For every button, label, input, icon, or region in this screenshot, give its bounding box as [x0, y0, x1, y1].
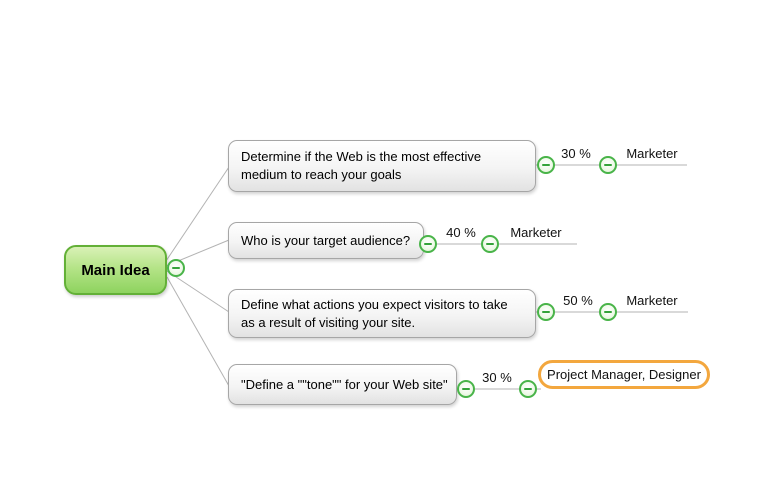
assignee-label: Project Manager, Designer	[547, 367, 701, 382]
percent-node-3[interactable]: 50 %	[563, 293, 593, 308]
collapse-button-percent-3[interactable]	[599, 303, 617, 321]
assignee-node-3[interactable]: Marketer	[626, 293, 678, 308]
topic-node-4[interactable]: "Define a ""tone"" for your Web site"	[228, 364, 457, 405]
collapse-button-topic-3[interactable]	[537, 303, 555, 321]
topic-label: Define what actions you expect visitors …	[241, 296, 508, 330]
percent-node-4[interactable]: 30 %	[482, 370, 512, 385]
assignee-node-1[interactable]: Marketer	[626, 146, 678, 161]
topic-node-2[interactable]: Who is your target audience?	[228, 222, 424, 259]
minus-icon	[604, 164, 612, 166]
assignee-node-2[interactable]: Marketer	[510, 225, 562, 240]
minus-icon	[604, 311, 612, 313]
minus-icon	[542, 164, 550, 166]
minus-icon	[172, 267, 180, 269]
root-topic-label: Main Idea	[81, 261, 150, 279]
minus-icon	[424, 243, 432, 245]
collapse-button-percent-2[interactable]	[481, 235, 499, 253]
percent-node-2[interactable]: 40 %	[446, 225, 476, 240]
percent-node-1[interactable]: 30 %	[561, 146, 591, 161]
minus-icon	[524, 388, 532, 390]
topic-label: "Define a ""tone"" for your Web site"	[241, 376, 448, 392]
collapse-button-percent-1[interactable]	[599, 156, 617, 174]
collapse-button-topic-4[interactable]	[457, 380, 475, 398]
topic-label: Who is your target audience?	[241, 232, 411, 248]
root-topic-node[interactable]: Main Idea	[64, 245, 167, 295]
collapse-button-root[interactable]	[167, 259, 185, 277]
topic-node-3[interactable]: Define what actions you expect visitors …	[228, 289, 536, 338]
minus-icon	[542, 311, 550, 313]
assignee-node-4-selected[interactable]: Project Manager, Designer	[538, 360, 710, 389]
minus-icon	[486, 243, 494, 245]
collapse-button-topic-1[interactable]	[537, 156, 555, 174]
topic-node-1[interactable]: Determine if the Web is the most effecti…	[228, 140, 536, 192]
collapse-button-percent-4[interactable]	[519, 380, 537, 398]
topic-label: Determine if the Web is the most effecti…	[241, 149, 482, 182]
collapse-button-topic-2[interactable]	[419, 235, 437, 253]
minus-icon	[462, 388, 470, 390]
